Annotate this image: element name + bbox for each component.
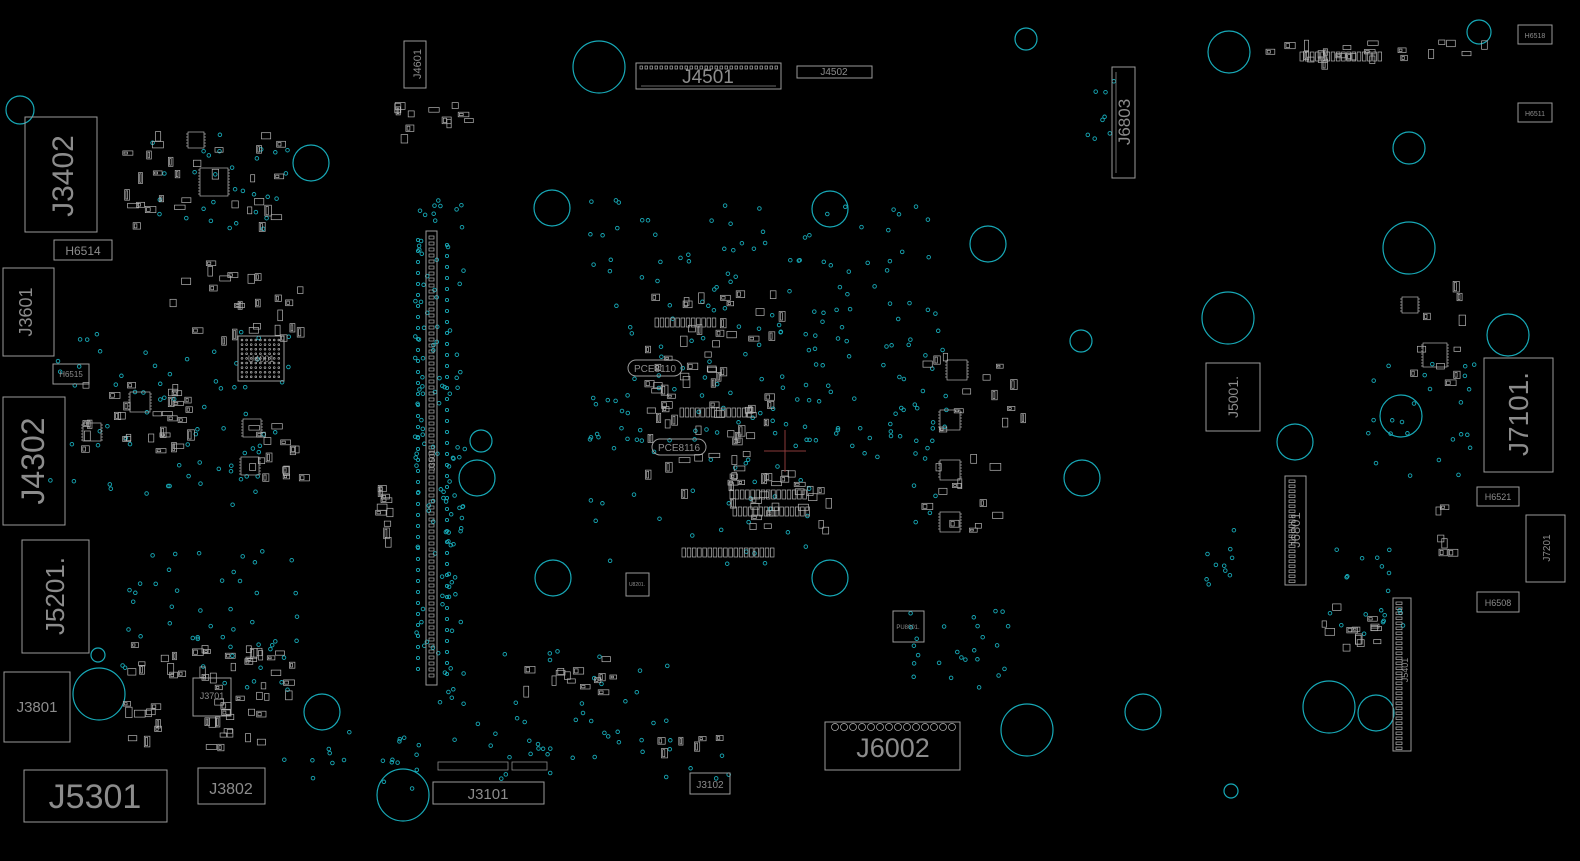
- label-h6511: H6511: [1525, 111, 1545, 118]
- label-j3402: J3402: [47, 135, 80, 217]
- label-j3701: J3701: [200, 691, 225, 701]
- label-j4302: J4302: [15, 417, 51, 504]
- connector-j5401: [1392, 597, 1412, 752]
- label-j3801: J3801: [17, 699, 58, 716]
- connector-j7101: [1483, 357, 1554, 473]
- label-j4502: J4502: [820, 67, 848, 78]
- label-j7101: J7101.: [1503, 372, 1534, 456]
- label-j5401: J5401: [1400, 658, 1410, 683]
- small-components: [81, 39, 1488, 759]
- label-j3802: J3802: [209, 781, 253, 798]
- pad-h6508: [1476, 591, 1520, 613]
- label-j6801: J6801: [1288, 512, 1303, 547]
- connector-j3101: [432, 781, 545, 805]
- connector-j5001: [1205, 362, 1261, 432]
- connector-j4501: [635, 62, 782, 90]
- label-j3101: J3101: [468, 786, 509, 803]
- label-j7201: J7201: [1542, 534, 1553, 562]
- chip-u8201: [625, 572, 650, 597]
- label-j3501: J3501: [428, 449, 437, 471]
- part-pce8116: [651, 438, 707, 456]
- connector-j3402: [24, 116, 98, 233]
- chip-j3701: [192, 677, 232, 717]
- label-j5201: J5201.: [40, 557, 70, 635]
- connector-j7201: [1525, 514, 1566, 583]
- label-h6521: H6521: [1485, 492, 1512, 502]
- connector-j3102: [689, 772, 731, 795]
- label-h6515: H6515: [59, 370, 83, 379]
- mounting-holes: [5, 19, 1530, 822]
- label-j3601: J3601: [16, 287, 36, 336]
- connector-j6803: [1111, 66, 1136, 179]
- connector-j5201: [21, 539, 90, 654]
- pad-h6514: [53, 239, 113, 261]
- connector-j3501: [425, 230, 438, 686]
- connector-j4502: [796, 65, 873, 79]
- connector-j4601: [403, 40, 427, 89]
- label-u8201: U8201.: [629, 582, 645, 588]
- connector-j4302: [2, 396, 66, 526]
- label-pce8116: PCE8116: [658, 443, 701, 454]
- via-field: [48, 79, 1477, 791]
- connector-j5301: [23, 769, 168, 823]
- label-j4501: J4501: [682, 67, 734, 88]
- pad-h6521: [1476, 486, 1520, 507]
- connector-j3601: [2, 267, 55, 357]
- label-j4601: J4601: [412, 49, 424, 79]
- connector-j3801: [3, 671, 71, 743]
- pad-h6511: [1517, 102, 1553, 123]
- pad-h6518: [1517, 24, 1553, 45]
- connector-j6801: [1284, 475, 1307, 586]
- label-h6518: H6518: [1525, 33, 1546, 40]
- label-h6514: H6514: [65, 244, 101, 258]
- label-h6508: H6508: [1485, 598, 1512, 608]
- label-j3102: J3102: [696, 780, 724, 791]
- label-j6803: J6803: [1115, 99, 1134, 145]
- label-j5001: J5001.: [1225, 376, 1241, 418]
- label-j6002: J6002: [856, 733, 930, 763]
- chip-u4001: [237, 335, 285, 382]
- part-pce8110: [627, 359, 683, 377]
- connector-j6002: [824, 721, 961, 771]
- label-pu8001: PU8001.: [896, 625, 920, 631]
- cursor-crosshair-icon: [764, 430, 806, 472]
- label-j5301: J5301: [49, 778, 142, 816]
- pad-h6515: [52, 363, 90, 385]
- chip-pu8001: [892, 610, 925, 643]
- connector-j3802: [197, 767, 266, 805]
